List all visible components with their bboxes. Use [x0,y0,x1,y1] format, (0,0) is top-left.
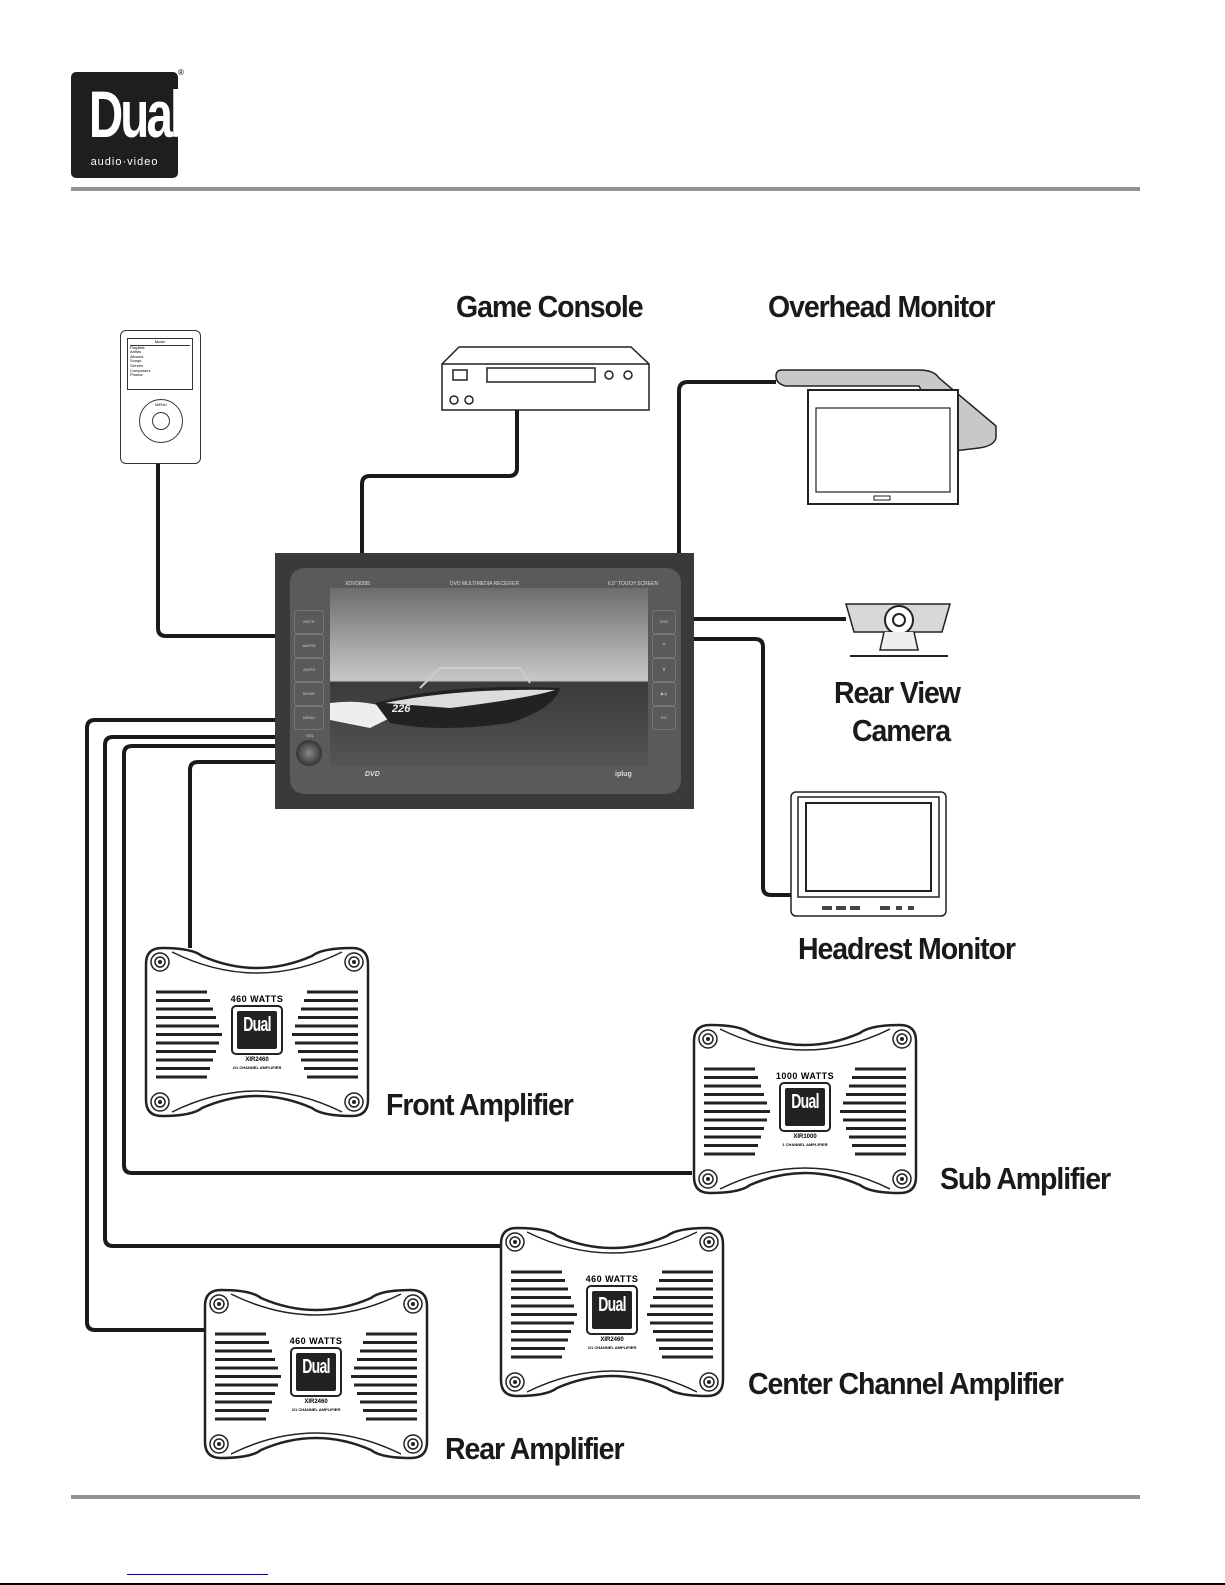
mute-button[interactable]: MUTE [294,610,324,634]
ipod-menu-item: Playlists [130,344,145,350]
amp-model: XIR2460 [304,1399,328,1405]
amp-model: XIR2460 [600,1337,624,1343]
overhead-monitor [774,366,997,508]
ipod-menu-item: Artists [130,349,142,355]
ipod-menu-item: Composers [130,367,151,373]
amp-brand-logo: Dual [598,1294,626,1316]
center-channel-amplifier: 460 WATTS Dual XIR2460 2/1 CHANNEL AMPLI… [497,1224,727,1400]
play-pause-button[interactable]: ▶/|| [652,682,676,706]
ipod-menu-item: Genres [130,362,144,368]
amp-description: 2/1 CHANNEL AMPLIFIER [587,1345,637,1350]
label-rear-view-camera-line2: Camera [852,713,951,748]
game-console [441,346,650,411]
as-ps-button[interactable]: AS/PS [294,658,324,682]
label-front-amplifier: Front Amplifier [386,1087,574,1122]
ipod-menu-item: Songs [130,358,142,364]
headrest-monitor [790,791,947,917]
am-fm-button[interactable]: AM/FM [294,634,324,658]
amp-brand-logo: Dual [302,1356,330,1378]
volume-knob[interactable] [296,740,322,766]
center-amp-cable [103,735,500,1248]
label-game-console: Game Console [456,289,644,324]
amp-model: XIR1000 [793,1134,817,1140]
amp-model: XIR2460 [245,1057,269,1063]
amp-watts: 460 WATTS [585,1274,639,1284]
label-rear-view-camera-line1: Rear View [834,675,961,710]
label-rear-amplifier: Rear Amplifier [445,1431,625,1466]
rear-view-camera [844,600,952,658]
left-buttons: MUTE AM/FM AS/PS MODE MENU [294,610,324,730]
label-center-channel-amplifier: Center Channel Amplifier [748,1366,1064,1401]
sub-amp-cable [122,744,692,1175]
game-console-cable [360,410,519,554]
overhead-monitor-cable [677,380,776,554]
right-buttons: DVD ^ v ▶/|| PIC [652,610,676,730]
menu-button[interactable]: MENU [294,706,324,730]
head-unit: XDVD8285 DVD MULTIMEDIA RECEIVER 6.5" TO… [275,553,694,809]
click-wheel-icon: MENU [139,399,183,443]
label-overhead-monitor: Overhead Monitor [768,289,995,324]
label-sub-amplifier: Sub Amplifier [940,1161,1111,1196]
mode-button[interactable]: MODE [294,682,324,706]
footer-link-underline[interactable] [127,1574,268,1575]
ipod-menu-item: Albums [130,353,144,359]
footer-rule [71,1495,1140,1499]
headrest-cable [692,637,793,897]
iplug-badge: iplug [615,771,632,778]
vol-label: VOL [306,733,315,738]
amp-description: 1 CHANNEL AMPLIFIER [782,1142,828,1147]
sub-amplifier: 1000 WATTS Dual XIR1000 1 CHANNEL AMPLIF… [690,1021,920,1197]
display-screen[interactable]: 226 [330,588,648,766]
dvd-button[interactable]: DVD [652,610,676,634]
amp-description: 2/1 CHANNEL AMPLIFIER [291,1407,341,1412]
ipod-cable [156,463,276,638]
ipod-menu-item: Photos [130,372,143,378]
amp-description: 2/1 CHANNEL AMPLIFIER [232,1065,282,1070]
amp-watts: 460 WATTS [230,994,284,1004]
down-button[interactable]: v [652,658,676,682]
front-amplifier: 460 WATTS Dual XIR2460 2/1 CHANNEL AMPLI… [142,944,372,1120]
header-rule [71,187,1140,191]
amp-watts: 460 WATTS [289,1336,343,1346]
amp-watts: 1000 WATTS [775,1071,835,1081]
model-text: XDVD8285 [345,581,371,587]
up-button[interactable]: ^ [652,634,676,658]
rear-amp-cable [85,718,276,1332]
pic-button[interactable]: PIC [652,706,676,730]
ipod: Music Playlists Artists Albums Songs Gen… [120,330,201,464]
page-bottom-border [0,1583,1225,1585]
rear-amplifier: 460 WATTS Dual XIR2460 2/1 CHANNEL AMPLI… [201,1286,431,1462]
boat-number: 226 [392,703,411,715]
logo-subtext: audio·video [90,156,159,168]
dvd-badge: DVD [365,771,380,778]
dual-logo: Dual audio·video [71,72,183,178]
ipod-screen: Music Playlists Artists Albums Songs Gen… [127,338,193,390]
registered-mark: ® [178,68,184,77]
ipod-title: Music [130,339,190,346]
amp-brand-logo: Dual [791,1091,819,1113]
front-amp-cable [188,760,276,948]
screen-text: 6.5" TOUCH SCREEN [608,581,658,587]
type-text: DVD MULTIMEDIA RECEIVER [450,581,520,587]
amp-brand-logo: Dual [243,1014,271,1036]
label-headrest-monitor: Headrest Monitor [798,931,1016,966]
wheel-label: MENU [155,402,167,407]
